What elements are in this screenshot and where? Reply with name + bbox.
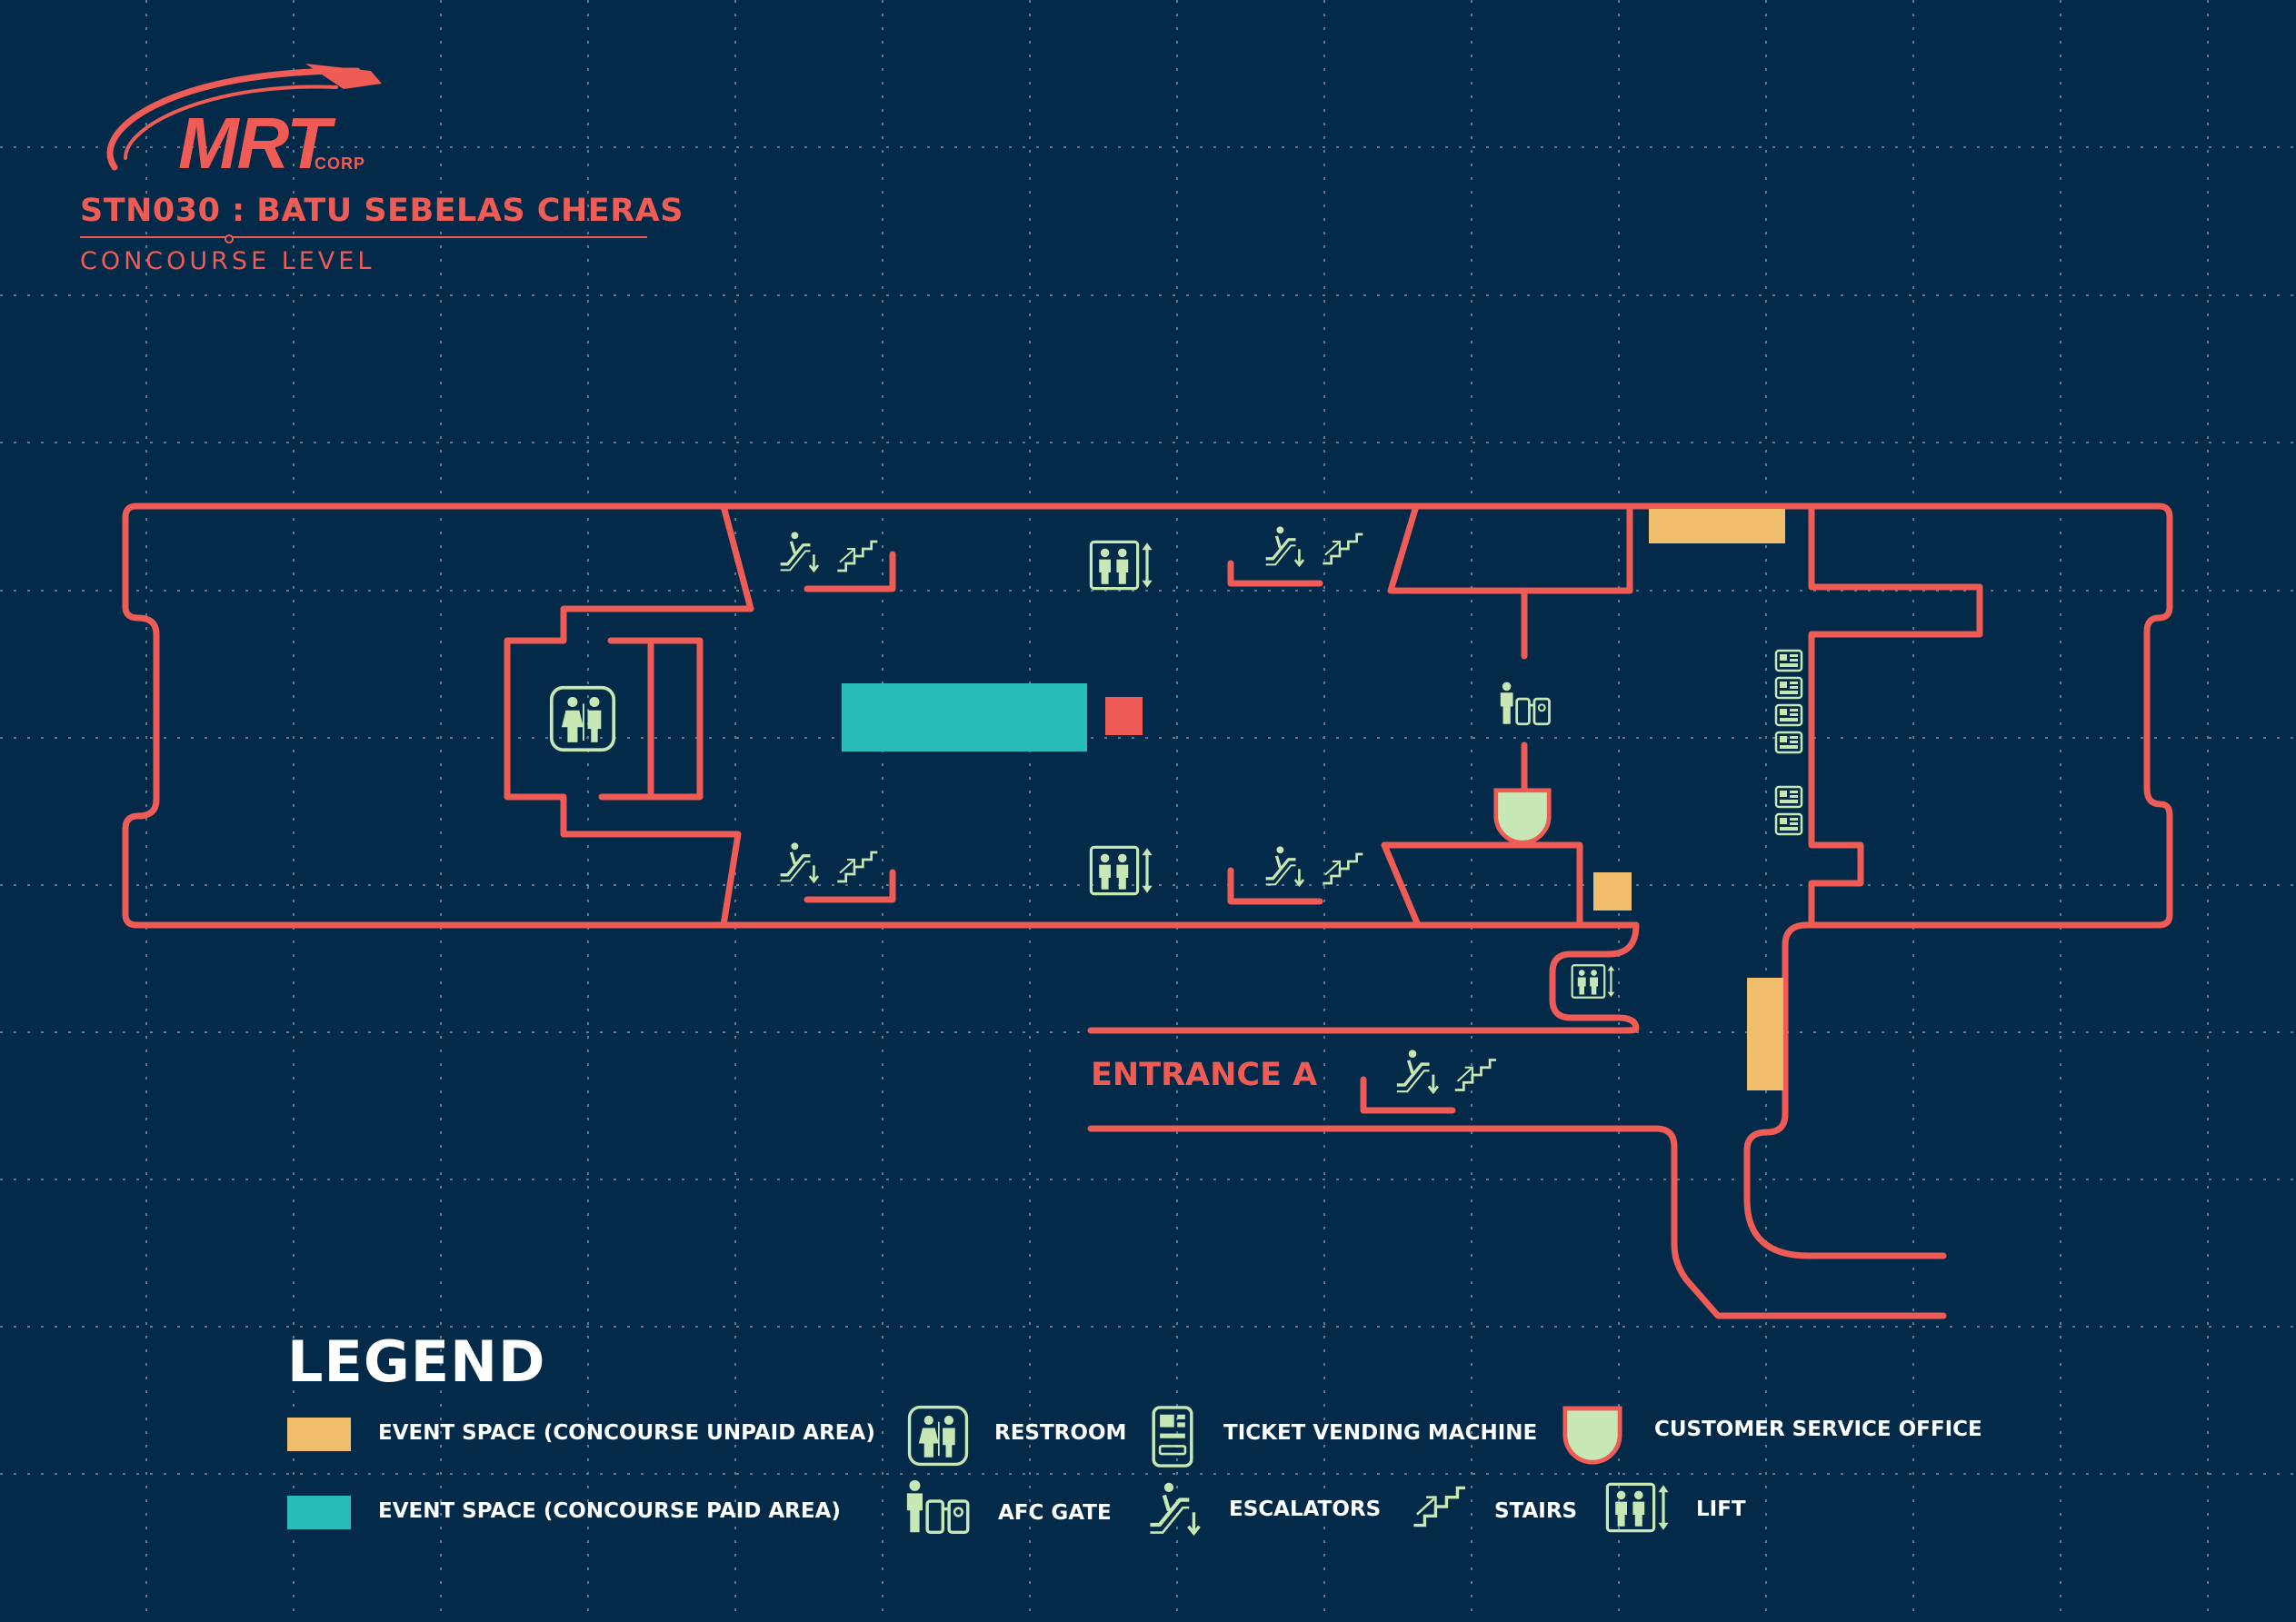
escalator-icon xyxy=(778,841,820,883)
concourse-outer-wall xyxy=(133,503,2173,929)
legend-label-lift: LIFT xyxy=(1696,1498,1746,1521)
legend-label-paid: EVENT SPACE (CONCOURSE PAID AREA) xyxy=(378,1499,841,1523)
entrance-corridor-lower xyxy=(1087,1125,1947,1319)
legend-title: LEGEND xyxy=(287,1328,546,1395)
legend-label-tvm: TICKET VENDING MACHINE xyxy=(1223,1421,1538,1445)
lift-icon xyxy=(1571,963,1616,1000)
entrance-a-label: ENTRANCE A xyxy=(1091,1057,1318,1093)
customer-service-office-icon xyxy=(1562,1405,1623,1467)
legend-label-afc: AFC GATE xyxy=(998,1501,1112,1525)
customer-service-office-icon xyxy=(1492,787,1552,847)
unpaid-event-space-entrance xyxy=(1747,978,1783,1090)
title-underline xyxy=(80,234,647,244)
stairs-icon xyxy=(1411,1483,1465,1530)
afc-gate-icon xyxy=(903,1479,974,1534)
ticket-vending-machine-icon xyxy=(1774,731,1803,754)
legend-label-cso: CUSTOMER SERVICE OFFICE xyxy=(1654,1418,1982,1441)
stairs-icon xyxy=(1320,851,1363,887)
escalator-icon xyxy=(1147,1481,1202,1536)
stairs-icon xyxy=(834,849,878,885)
lift-icon xyxy=(1605,1481,1671,1534)
lift-icon xyxy=(1089,540,1154,591)
stairs-icon xyxy=(1452,1056,1496,1094)
ticket-vending-machine-icon xyxy=(1774,649,1803,672)
unpaid-event-space-swatch xyxy=(287,1418,351,1451)
paid-event-space-swatch xyxy=(287,1496,351,1529)
paid-event-space xyxy=(842,683,1087,751)
right-service-wall xyxy=(1808,503,1983,929)
ticket-vending-machine-icon xyxy=(1774,703,1803,727)
escalator-icon xyxy=(1263,845,1305,887)
kiosk-red xyxy=(1105,697,1143,735)
legend-label-stairs: STAIRS xyxy=(1494,1499,1578,1523)
ticket-vending-machine-icon xyxy=(1149,1405,1196,1468)
legend-label-restroom: RESTROOM xyxy=(994,1421,1127,1445)
station-title: STN030 : BATU SEBELAS CHERAS xyxy=(80,193,684,229)
unpaid-event-space-top xyxy=(1649,509,1785,543)
ticket-vending-machine-icon xyxy=(1774,812,1803,836)
ticket-vending-machine-icon xyxy=(1774,676,1803,700)
afc-gate-icon xyxy=(1498,680,1554,727)
stairs-icon xyxy=(834,538,878,574)
restroom-icon xyxy=(549,685,616,752)
concourse-left-wall xyxy=(122,503,1640,929)
escalator-icon xyxy=(1263,525,1305,567)
lift-icon xyxy=(1089,845,1154,896)
entrance-lift-nook xyxy=(1087,921,1640,1034)
legend-label-escalator: ESCALATORS xyxy=(1229,1498,1382,1521)
mrt-logo-text: MRT xyxy=(178,103,331,184)
left-partition-top xyxy=(504,503,754,929)
entrance-corridor-right xyxy=(1743,921,1947,1259)
mrt-logo-corp: CORP xyxy=(314,154,366,173)
unpaid-event-space-side xyxy=(1593,872,1632,911)
mrt-logo-swoosh-icon xyxy=(106,64,382,171)
right-top-block xyxy=(1387,503,1633,594)
stairs-icon xyxy=(1320,531,1363,567)
level-title: CONCOURSE LEVEL xyxy=(80,247,375,275)
escalator-icon xyxy=(778,531,820,572)
restroom-block xyxy=(598,637,704,801)
right-bottom-block xyxy=(1381,841,1583,929)
legend-label-unpaid: EVENT SPACE (CONCOURSE UNPAID AREA) xyxy=(378,1421,875,1445)
escalator-icon xyxy=(1394,1049,1440,1094)
restroom-icon xyxy=(907,1405,969,1467)
ticket-vending-machine-icon xyxy=(1774,785,1803,809)
